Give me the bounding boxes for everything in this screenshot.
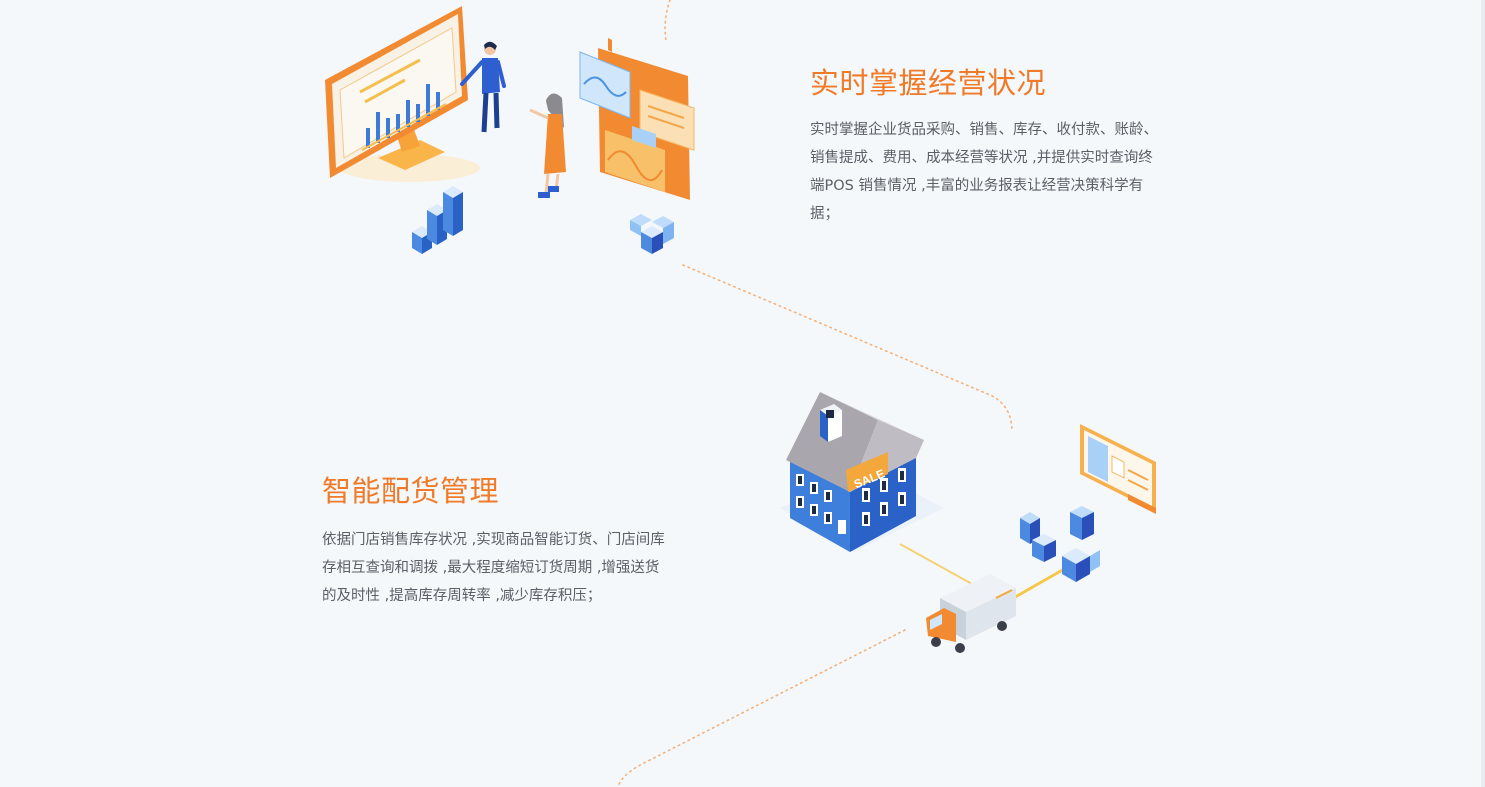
feature-realtime-business: 实时掌握经营状况 实时掌握企业货品采购、销售、库存、收付款、账龄、销售提成、费用… xyxy=(810,60,1165,228)
feature-title: 智能配货管理 xyxy=(322,474,500,508)
page-edge xyxy=(1481,0,1485,787)
feature-description: 实时掌握企业货品采购、销售、库存、收付款、账龄、销售提成、费用、成本经营等状况 … xyxy=(810,122,1158,222)
feature-title: 实时掌握经营状况 xyxy=(810,66,1047,100)
feature-description: 依据门店销售库存状况 ,实现商品智能订货、门店间库存相互查询和调拨 ,最大程度缩… xyxy=(322,532,665,604)
feature-smart-distribution: 智能配货管理 依据门店销售库存状况 ,实现商品智能订货、门店间库存相互查询和调拨… xyxy=(322,468,672,610)
